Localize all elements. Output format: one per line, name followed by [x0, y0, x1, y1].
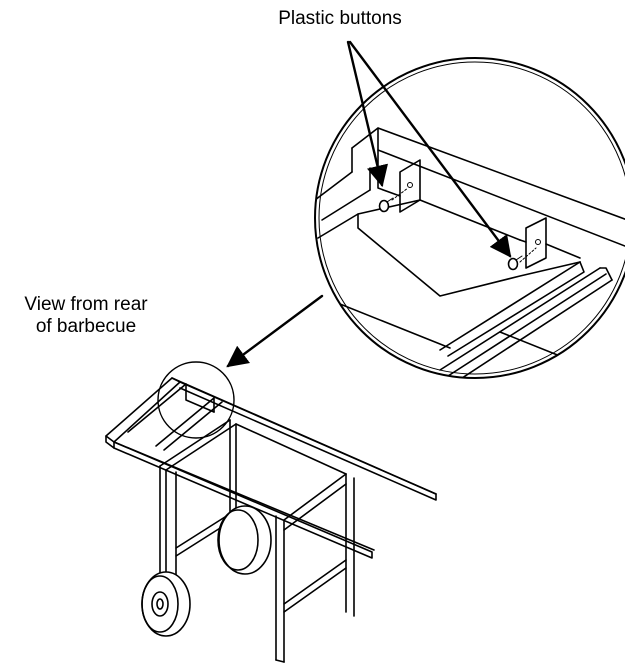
view-from-rear-label: View from rear of barbecue	[0, 294, 172, 338]
view-label-line-2: of barbecue	[35, 316, 137, 337]
button-callout-arrows	[346, 40, 512, 258]
barbecue-cart	[105, 377, 437, 663]
detail-reference-circle	[157, 361, 235, 439]
view-callout-arrow	[226, 294, 324, 368]
view-label-line-1: View from rear	[24, 294, 148, 315]
magnified-detail	[314, 57, 625, 379]
plastic-buttons-label: Plastic buttons	[278, 8, 402, 29]
